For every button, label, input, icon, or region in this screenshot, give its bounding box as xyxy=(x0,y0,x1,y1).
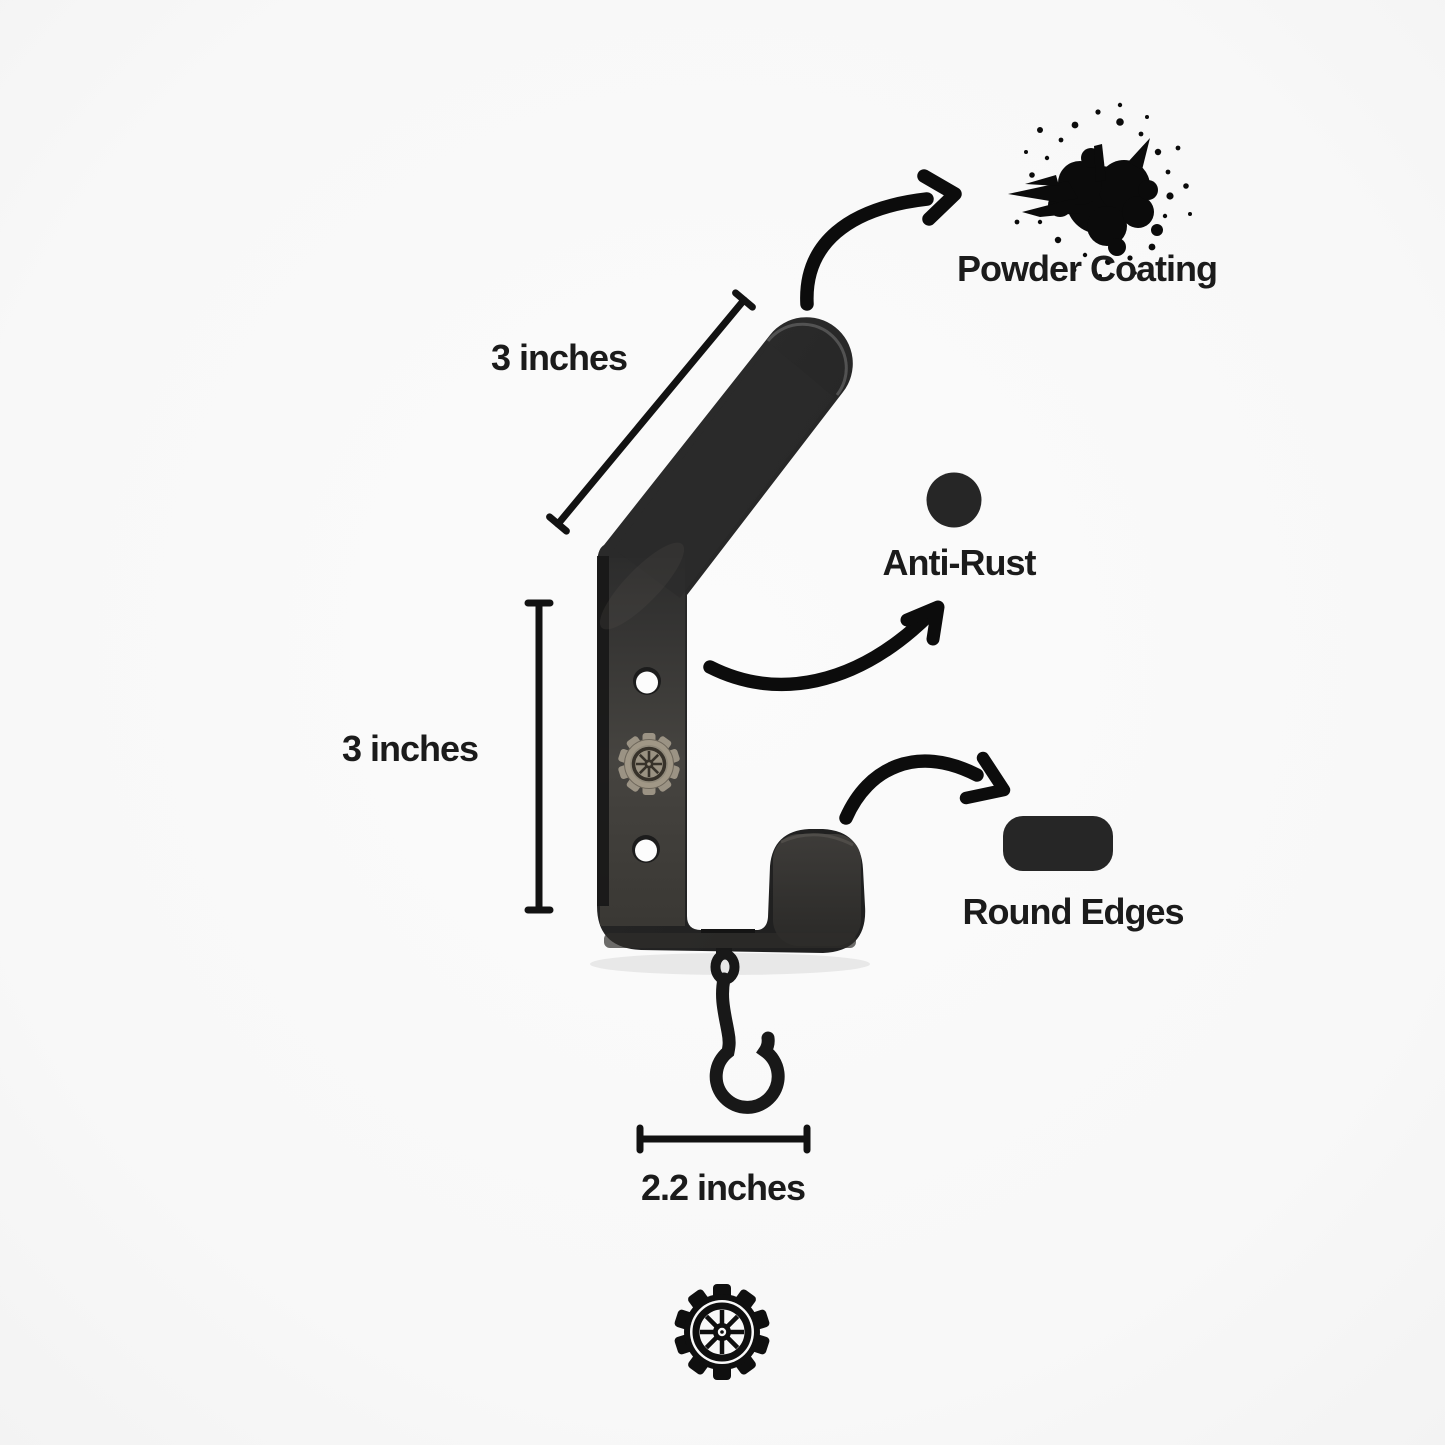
splatter-spray-dots xyxy=(1014,102,1192,278)
dimension-line-top-arm xyxy=(546,289,756,535)
screw-hole-bottom xyxy=(632,835,660,863)
feature-label-anti-rust: Anti-Rust xyxy=(882,542,1037,583)
hook-lip-top-highlight xyxy=(780,833,854,847)
hook-tip-highlight xyxy=(766,322,848,396)
anti-rust-dot-icon xyxy=(926,472,982,528)
paint-splatter-icon xyxy=(1008,102,1192,278)
arrow-to-anti-rust xyxy=(703,600,945,692)
feature-label-powder-coating: Powder Coating xyxy=(956,248,1218,289)
dimension-label-plate-height: 3 inches xyxy=(341,728,479,769)
hook-plate-left-edge xyxy=(597,556,609,906)
screw-hole-top xyxy=(633,667,661,695)
wall-hook-product xyxy=(590,317,870,1114)
dimension-label-base-width: 2.2 inches xyxy=(640,1167,806,1208)
dimension-line-base-width xyxy=(636,1124,811,1154)
hook-bend-highlight xyxy=(599,542,685,630)
gear-wheel-logo-icon xyxy=(674,1284,770,1380)
hanging-wire-hook xyxy=(709,948,785,1114)
feature-label-round-edges: Round Edges xyxy=(962,891,1185,932)
hook-base-bar-face xyxy=(604,933,856,948)
arrow-to-round-edges xyxy=(839,751,1011,825)
round-edges-rounded-rectangle-icon xyxy=(1003,816,1113,871)
dimension-label-top-arm: 3 inches xyxy=(490,337,628,378)
hook-arm-face xyxy=(614,344,834,598)
hook-lip-face xyxy=(773,834,861,946)
gear-emblem-icon xyxy=(618,733,680,795)
arrow-to-powder-coating xyxy=(800,169,962,311)
dimension-line-plate-height xyxy=(524,599,554,914)
